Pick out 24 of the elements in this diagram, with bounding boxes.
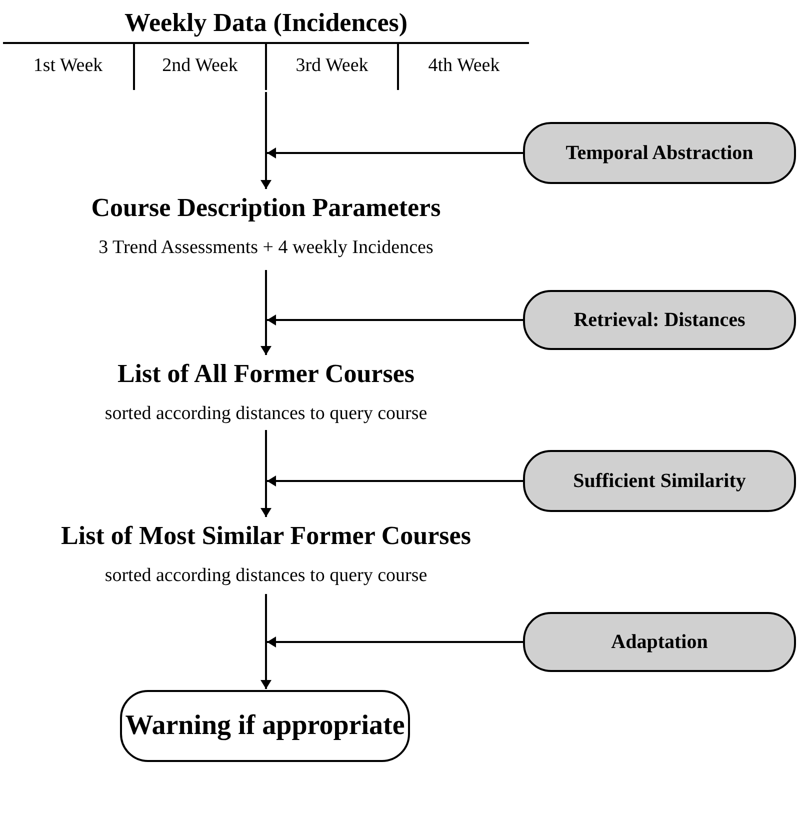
table-heading: Weekly Data (Incidences) (3, 4, 529, 44)
block-subtitle: 3 Trend Assessments + 4 weekly Incidences (98, 236, 434, 260)
arrow (262, 430, 270, 517)
process-box: Retrieval: Distances (523, 290, 796, 350)
table-cell: 2nd Week (133, 44, 265, 90)
arrow (262, 92, 270, 189)
block-subtitle: sorted according distances to query course (104, 564, 428, 588)
arrow (267, 316, 523, 324)
block-heading: List of Most Similar Former Courses (61, 520, 471, 552)
arrow (267, 638, 523, 646)
process-box: Adaptation (523, 612, 796, 672)
block-subtitle: sorted according distances to query course (104, 402, 428, 426)
block-heading: List of All Former Courses (117, 358, 415, 390)
process-box: Sufficient Similarity (523, 450, 796, 512)
table-cell: 3rd Week (265, 44, 397, 90)
arrow (262, 594, 270, 689)
block-heading: Course Description Parameters (91, 192, 441, 224)
table-cell-text: 1st Week (32, 54, 104, 78)
table-cell: 4th Week (397, 44, 529, 90)
arrow (267, 148, 523, 158)
process-box: Temporal Abstraction (523, 122, 796, 184)
arrow (267, 476, 523, 486)
arrow (262, 270, 270, 355)
terminal-box: Warning if appropriate (120, 690, 410, 762)
